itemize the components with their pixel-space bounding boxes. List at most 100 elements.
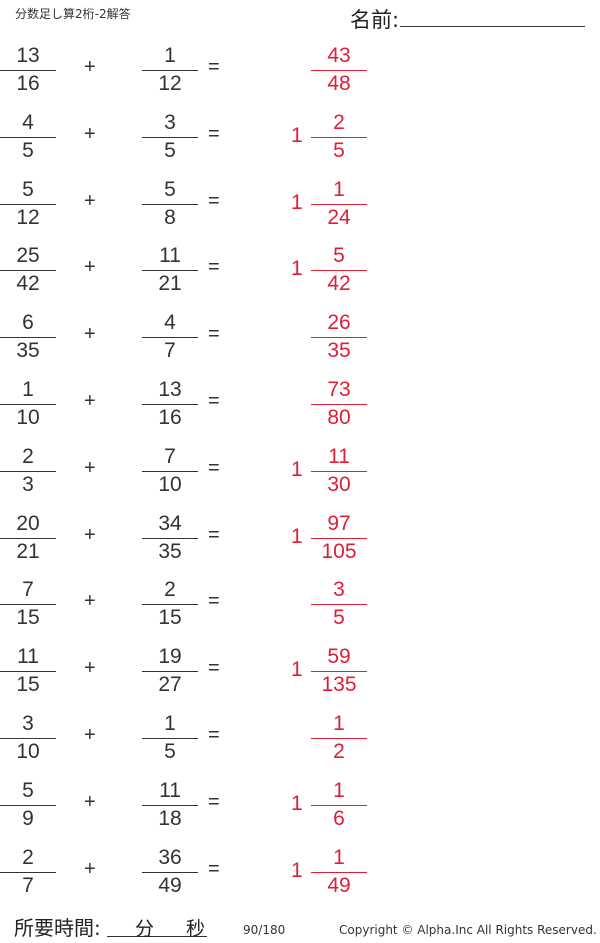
denominator: 80 <box>327 406 351 429</box>
page-number: 90/180 <box>243 923 286 937</box>
fraction-bar <box>0 136 56 138</box>
denominator: 16 <box>158 406 182 429</box>
denominator: 7 <box>22 873 34 897</box>
fraction-bar <box>142 470 198 472</box>
numerator: 7 <box>164 444 176 468</box>
denominator: 105 <box>321 539 357 563</box>
denominator: 21 <box>16 539 40 563</box>
numerator: 20 <box>16 511 40 535</box>
numerator: 4 <box>164 311 176 335</box>
fraction-bar <box>0 337 56 339</box>
denominator: 24 <box>327 205 351 229</box>
fraction-bar <box>311 738 367 739</box>
fraction-bar <box>142 404 198 405</box>
equals-sign: = <box>208 56 220 78</box>
fraction-bar <box>311 337 367 339</box>
fraction-bar <box>142 136 198 138</box>
answer-whole: 1 <box>291 858 303 882</box>
fraction-bar <box>0 871 56 873</box>
equals-sign: = <box>208 857 220 880</box>
denominator: 12 <box>158 72 182 95</box>
numerator: 36 <box>158 845 182 869</box>
denominator: 12 <box>16 205 40 229</box>
fraction-bar <box>142 337 198 339</box>
plus-sign: + <box>84 256 96 279</box>
numerator: 11 <box>159 778 181 802</box>
plus-sign: + <box>84 724 96 746</box>
numerator: 6 <box>22 311 34 335</box>
denominator: 35 <box>16 339 40 363</box>
fraction-bar <box>0 537 56 539</box>
fraction-bar <box>0 270 56 272</box>
denominator: 15 <box>16 673 40 697</box>
answer-whole: 1 <box>291 457 303 481</box>
fraction-bar <box>142 671 198 673</box>
fraction-bar <box>311 671 367 673</box>
plus-sign: + <box>84 857 96 880</box>
denominator: 48 <box>327 72 351 95</box>
plus-sign: + <box>84 323 96 346</box>
denominator: 3 <box>22 472 34 496</box>
fraction-bar <box>142 203 198 205</box>
fraction-bar <box>311 604 367 606</box>
denominator: 5 <box>333 138 345 162</box>
fraction-bar <box>0 738 56 739</box>
fraction-bar <box>311 804 367 806</box>
numerator: 26 <box>327 311 351 335</box>
plus-sign: + <box>84 56 96 78</box>
fraction-bar <box>311 270 367 272</box>
fraction-bar <box>311 537 367 539</box>
denominator: 21 <box>158 272 182 296</box>
numerator: 7 <box>22 578 34 602</box>
fraction-bar <box>142 70 198 71</box>
denominator: 5 <box>333 606 345 630</box>
equals-sign: = <box>208 390 220 412</box>
denominator: 30 <box>327 472 351 496</box>
denominator: 42 <box>327 272 351 296</box>
fraction-bar <box>311 136 367 138</box>
numerator: 2 <box>333 110 345 134</box>
denominator: 8 <box>164 205 176 229</box>
plus-sign: + <box>84 122 96 145</box>
fraction-bar <box>0 804 56 806</box>
equals-sign: = <box>208 189 220 212</box>
denominator: 18 <box>158 806 182 830</box>
time-field-line[interactable] <box>107 936 207 937</box>
name-field-dot: . <box>583 20 586 29</box>
answer-whole: 1 <box>291 524 303 548</box>
plus-sign: + <box>84 523 96 546</box>
equals-sign: = <box>208 523 220 546</box>
equals-sign: = <box>208 323 220 346</box>
numerator: 3 <box>333 578 345 602</box>
numerator: 2 <box>22 845 34 869</box>
numerator: 1 <box>333 845 345 869</box>
worksheet-title: 分数足し算2桁-2解答 <box>15 7 131 21</box>
fraction-bar <box>142 871 198 873</box>
denominator: 15 <box>158 606 182 630</box>
numerator: 4 <box>22 110 34 134</box>
denominator: 35 <box>327 339 351 363</box>
denominator: 6 <box>333 806 345 830</box>
seconds-label: 秒 <box>186 918 206 940</box>
denominator: 15 <box>16 606 40 630</box>
fraction-bar <box>311 470 367 472</box>
equals-sign: = <box>208 590 220 613</box>
denominator: 5 <box>22 138 34 162</box>
numerator: 5 <box>164 177 176 201</box>
fraction-bar <box>0 604 56 606</box>
numerator: 1 <box>164 44 176 67</box>
fraction-bar <box>311 70 367 71</box>
answer-whole: 1 <box>291 658 303 682</box>
problem-row: 6 35 +4 7 = 26 35 <box>0 311 600 377</box>
numerator: 73 <box>327 378 351 401</box>
denominator: 7 <box>164 339 176 363</box>
numerator: 43 <box>327 44 351 67</box>
numerator: 11 <box>328 444 350 468</box>
name-field-line[interactable] <box>400 26 585 27</box>
